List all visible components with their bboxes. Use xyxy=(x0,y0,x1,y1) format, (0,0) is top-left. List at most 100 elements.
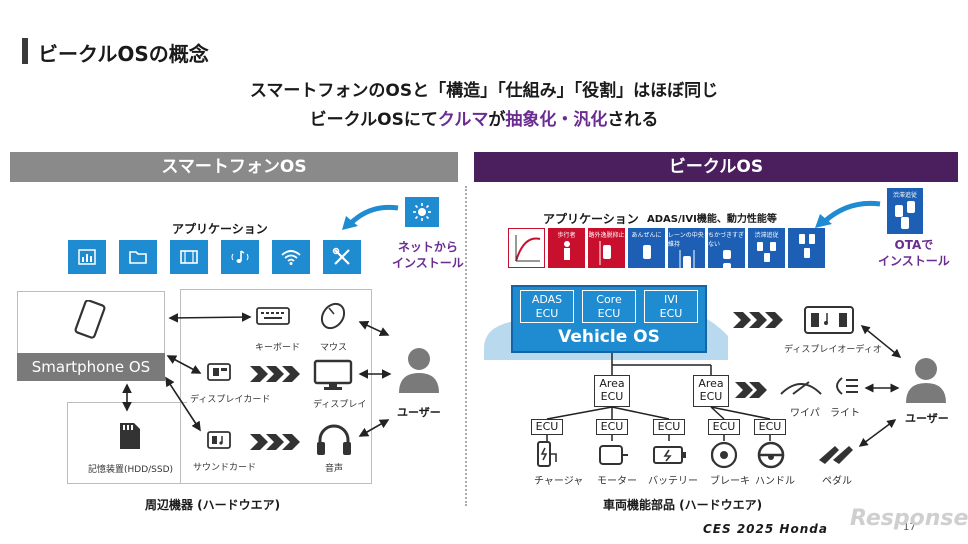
tile-text: 路外逸脱抑止 xyxy=(588,232,625,239)
app-tile-lane-departure[interactable]: 路外逸脱抑止 xyxy=(588,228,625,268)
light-label: ライト xyxy=(830,408,860,419)
tile-text: 渋滞追従 xyxy=(754,232,779,239)
steering-label: ハンドル xyxy=(755,476,795,487)
sound-card-icon xyxy=(207,431,231,449)
right-hardware-label: 車両機能部品 (ハードウエア) xyxy=(603,498,763,512)
chevron-arrow-icon xyxy=(735,382,767,398)
ota-install-line: OTAで xyxy=(894,238,934,252)
ecu-line: ADAS xyxy=(531,293,563,307)
display-label: ディスプレイ xyxy=(313,400,367,410)
steering-wheel-icon xyxy=(757,441,785,469)
ota-install-label: OTAで インストール xyxy=(878,238,950,269)
ota-install-line: インストール xyxy=(878,253,950,268)
vehicle-os-label: Vehicle OS xyxy=(558,327,660,347)
music-icon[interactable] xyxy=(221,240,259,274)
film-icon[interactable] xyxy=(170,240,208,274)
chart-icon[interactable] xyxy=(68,240,106,274)
ota-install-arrow-icon xyxy=(815,200,881,228)
download-sun-icon xyxy=(405,197,439,227)
subtitle-part: ビークルOSにて xyxy=(309,110,438,130)
install-arrow-icon xyxy=(342,204,399,230)
keyboard-label: キーボード xyxy=(255,343,301,353)
ecu-line: Area xyxy=(599,377,625,391)
footer-brand: CES 2025 Honda xyxy=(703,522,828,536)
app-tile-extra[interactable] xyxy=(788,228,825,268)
ota-app-tile[interactable]: 渋滞追従 xyxy=(887,188,923,234)
left-apps-label: アプリケーション xyxy=(172,222,268,236)
tools-icon[interactable] xyxy=(323,240,361,274)
ecu-line: ECU xyxy=(659,306,683,320)
pedal-icon xyxy=(819,446,853,464)
ecu-box: ECU xyxy=(596,419,628,435)
net-install-line: ネットから xyxy=(397,240,458,254)
tile-text: ちかづきすぎない xyxy=(708,232,745,248)
brake-label: ブレーキ xyxy=(710,476,750,487)
sound-card-label: サウンドカード xyxy=(193,463,257,473)
app-tile-safety[interactable]: あんぜんに xyxy=(628,228,665,268)
headphones-icon xyxy=(317,424,351,455)
left-user-label: ユーザー xyxy=(397,406,441,419)
app-tile-traffic-jam[interactable]: 渋滞追従 xyxy=(748,228,785,268)
app-tile-pedestrian[interactable]: 歩行者 xyxy=(548,228,585,268)
sd-card-icon xyxy=(120,423,140,449)
ecu-box: ECU xyxy=(653,419,685,435)
page-number: 17 xyxy=(903,522,916,533)
vehicle-app-tiles: 歩行者 路外逸脱抑止 あんぜんに レーンの中央維持 ちかづきすぎない 渋滞追従 xyxy=(508,228,856,272)
light-icon xyxy=(836,377,858,395)
subtitle-part: が xyxy=(488,110,506,130)
display-audio-icon xyxy=(804,306,854,334)
brake-icon xyxy=(710,441,738,469)
motor-label: モーター xyxy=(597,476,637,487)
ecu-line: ECU xyxy=(597,306,621,320)
slide-title: ビークルOSの概念 xyxy=(38,42,209,66)
tile-text: 歩行者 xyxy=(557,232,576,239)
ecu-box: ECU xyxy=(531,419,563,435)
title-accent-bar xyxy=(22,38,28,64)
chevron-arrow-icon xyxy=(250,434,300,450)
ecu-line: ECU xyxy=(535,306,559,320)
smartphone-icon xyxy=(74,300,106,339)
ota-tile-text: 渋滞追従 xyxy=(892,192,917,199)
net-install-label: ネットから インストール xyxy=(392,240,464,271)
app-tile-distance[interactable]: ちかづきすぎない xyxy=(708,228,745,268)
keyboard-icon xyxy=(256,307,290,325)
smartphone-os-header: スマートフォンOS xyxy=(10,152,458,182)
display-card-icon xyxy=(207,363,231,381)
storage-label: 記憶装置(HDD/SSD) xyxy=(88,465,174,475)
mouse-label: マウス xyxy=(320,343,348,353)
display-audio-label: ディスプレイオーディオ xyxy=(784,345,882,355)
folder-icon[interactable] xyxy=(119,240,157,274)
tile-text: レーンの中央維持 xyxy=(668,232,704,248)
watermark-logo: Response. xyxy=(850,506,968,531)
ecu-line: Core xyxy=(596,293,622,307)
app-tile-graph[interactable] xyxy=(508,228,545,268)
right-user-label: ユーザー xyxy=(905,412,949,425)
ecu-line: ECU xyxy=(600,390,624,403)
left-hardware-label: 周辺機器 (ハードウエア) xyxy=(145,498,281,512)
chevron-arrow-icon xyxy=(250,366,300,382)
motor-icon xyxy=(599,445,628,465)
battery-label: バッテリー xyxy=(648,476,698,487)
ecu-box: ECU xyxy=(708,419,740,435)
net-install-line: インストール xyxy=(392,255,464,270)
ecu-line: Area xyxy=(698,377,724,391)
app-tile-lane-keep[interactable]: レーンの中央維持 xyxy=(668,228,705,268)
display-monitor-icon xyxy=(313,359,353,390)
wiper-label: ワイパ xyxy=(790,408,820,419)
charger-icon xyxy=(537,441,557,467)
wifi-icon[interactable] xyxy=(272,240,310,274)
pedal-label: ペダル xyxy=(822,476,852,487)
display-card-label: ディスプレイカード xyxy=(190,395,271,405)
mouse-icon xyxy=(320,302,346,330)
battery-icon xyxy=(653,446,686,464)
ecu-box: ECU xyxy=(754,419,786,435)
ecu-line: ECU xyxy=(699,390,723,403)
subtitle-highlight: 抽象化・汎化 xyxy=(505,110,608,130)
audio-label: 音声 xyxy=(325,464,344,474)
